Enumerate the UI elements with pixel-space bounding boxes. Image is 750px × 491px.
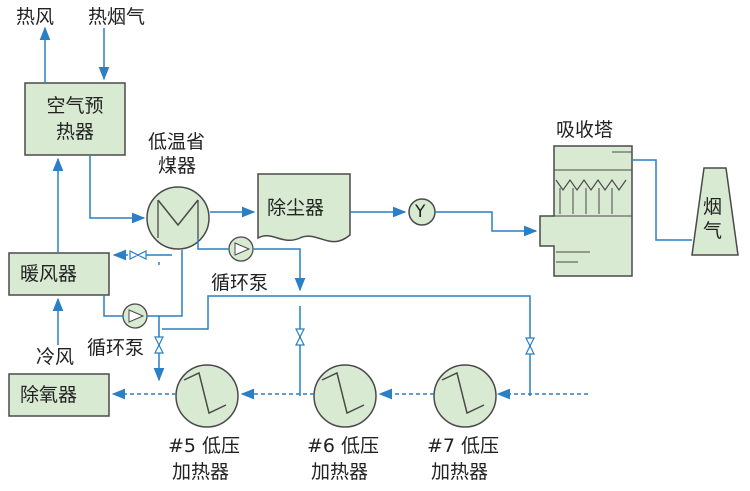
dust-collector-label: 除尘器 [267, 197, 325, 219]
circulation-pump-top-label: 循环泵 [211, 272, 269, 294]
lp-heater-5-label-line2: 加热器 [172, 461, 230, 483]
dust-collector-box [257, 173, 351, 243]
air-heater-box [8, 252, 110, 296]
lp-heater-5 [175, 364, 239, 428]
economizer-label-line1: 低温省 [148, 131, 206, 153]
deaerator-label: 除氧器 [20, 384, 78, 406]
economizer-label-line2: 煤器 [158, 155, 197, 177]
lp-heater-7 [433, 364, 497, 428]
air-preheater-box [24, 82, 126, 156]
lp-heater-5-label-line1: #5 低压 [168, 435, 241, 457]
hot-flue-gas-label: 热烟气 [88, 6, 146, 28]
deaerator-box [8, 373, 110, 417]
air-heater-label: 暖风器 [20, 263, 78, 285]
chimney-label-line2: 气 [703, 220, 723, 242]
air-preheater-label: 空气预 热器 [46, 95, 104, 143]
chimney-label-line1: 烟 [703, 196, 723, 218]
absorber-label: 吸收塔 [556, 119, 614, 141]
lp-heater-6-label-line2: 加热器 [311, 461, 369, 483]
lp-heater-6-label-line1: #6 低压 [307, 435, 380, 457]
fan-label: Y [415, 202, 426, 222]
chimney [691, 167, 739, 256]
hot-air-label: 热风 [16, 6, 55, 28]
cold-air-label: 冷风 [36, 346, 75, 368]
lp-heater-7-label-line2: 加热器 [431, 461, 489, 483]
lp-heater-6 [313, 364, 377, 428]
low-temp-economizer [146, 186, 210, 250]
lp-heater-7-label-line1: #7 低压 [427, 435, 500, 457]
circulation-pump-left-label: 循环泵 [87, 337, 145, 359]
